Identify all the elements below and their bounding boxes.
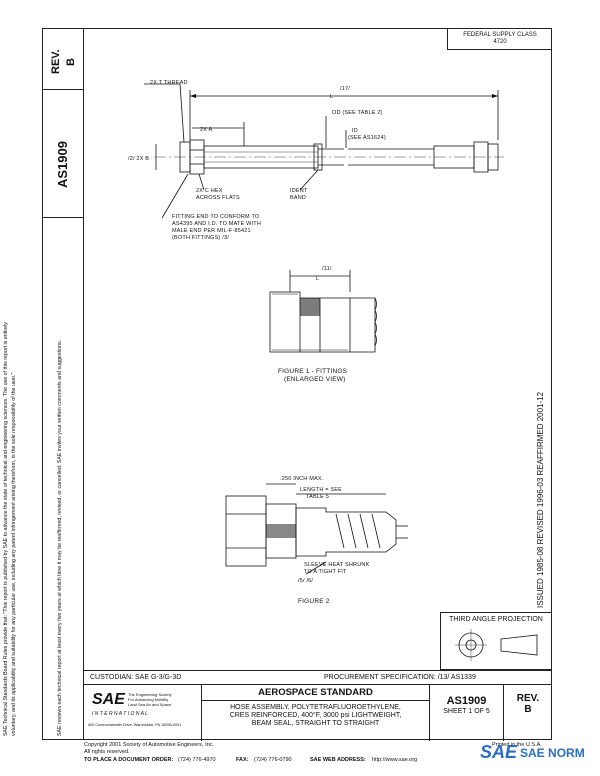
fitting-note-4: (BOTH FITTINGS) /3/ (172, 235, 229, 241)
ref-2x-b-label: /2/ 2X B (128, 156, 150, 162)
fitting-note-3: MALE END PER MIL-F-85421 (172, 228, 251, 234)
figure-2-refs: /5/ /6/ (298, 578, 314, 584)
web-label: SAE WEB ADDRESS: (310, 757, 366, 763)
revision-history: ISSUED 1985-08 REVISED 1996-03 REAFFIRME… (536, 391, 545, 608)
doc-number: AS1909 (446, 695, 487, 707)
sae-logo-cell: SAE The Engineering Society For Advancin… (84, 685, 202, 741)
procurement-spec: PROCUREMENT SPECIFICATION: /13/ AS1339 (324, 674, 476, 681)
third-angle-projection-title: THIRD ANGLE PROJECTION (449, 616, 543, 623)
figure-1-drawing (269, 270, 377, 353)
order-phone: (724) 776-4970 (178, 757, 216, 763)
sidebar-doc-cell: AS1909 (42, 90, 84, 218)
title-block-main-row: SAE The Engineering Society For Advancin… (84, 684, 552, 741)
figure-2-drawing (225, 483, 408, 575)
figure-2-sleeve-1: SLEEVE HEAT SHRUNK (304, 562, 370, 568)
sae-logo-intl: I N T E R N A T I O N A L (92, 711, 148, 717)
web-address: http://www.sae.org (372, 757, 418, 763)
sae-norm-watermark: SAE SAE NORM (480, 742, 585, 763)
id-label: ID (352, 128, 358, 134)
sheet-number: SHEET 1 OF 5 (443, 708, 490, 715)
disclaimer-line-3: SAE reviews each technical report at lea… (57, 339, 63, 736)
figure-2-length: LENGTH = SEE (300, 487, 342, 493)
sidebar-rev-value: B (65, 58, 77, 66)
federal-supply-class-label: FEDERAL SUPPLY CLASS (463, 32, 537, 38)
rev-value: B (524, 704, 532, 715)
thread-label: 2X T THREAD (150, 80, 188, 86)
title-block-custodian-row: CUSTODIAN: SAE G-3/G-3D PROCUREMENT SPEC… (84, 670, 552, 684)
rev-label: REV. (516, 693, 540, 704)
fax-label: FAX: (236, 757, 249, 763)
figure-1-caption-1: FIGURE 1 - FITTINGS (278, 368, 348, 375)
hose-assembly-drawing (144, 83, 504, 219)
figure-2-sleeve-2: TO A TIGHT FIT (304, 569, 347, 575)
sidebar-rev-label: REV. (50, 49, 62, 74)
disclaimer-line-1: SAE Technical Standards Board Rules prov… (3, 322, 9, 736)
rights: All rights reserved. (84, 749, 130, 755)
ident-label-2: BAND (290, 195, 307, 201)
figure-2-dim: .250 INCH MAX. (280, 476, 324, 482)
description-line-2: CRES REINFORCED, 400°F, 3000 psi LIGHTWE… (229, 712, 402, 719)
copyright: Copyright 2001 Society of Automotive Eng… (84, 742, 214, 748)
hex-label-1: 2X C HEX (196, 188, 223, 194)
two-x-a-label: 2X A (200, 127, 213, 133)
description-line-1: HOSE ASSEMBLY, POLYTETRAFLUOROETHYLENE, (230, 704, 401, 711)
length-l-label: L (330, 94, 334, 100)
disclaimer-line-2: voluntary, and its applicability and sui… (11, 372, 17, 736)
fitting-note-2: AS4395 AND I.D. TO MATE WITH (172, 221, 262, 227)
federal-supply-class: FEDERAL SUPPLY CLASS 4720 (447, 28, 552, 50)
figure-2-table: TABLE 5 (306, 494, 330, 500)
id-see-label: (SEE AS1624) (348, 135, 386, 141)
sae-logo-sub-3: Land Sea Air and Space (128, 702, 172, 707)
sae-watermark-logo: SAE (480, 742, 518, 762)
sae-logo-sub-1: The Engineering Society (128, 692, 172, 697)
order-label: TO PLACE A DOCUMENT ORDER: (84, 757, 174, 763)
custodian: CUSTODIAN: SAE G-3/G-3D (90, 674, 182, 681)
sidebar-doc-number: AS1909 (55, 141, 70, 188)
figure-1-l: L (316, 276, 320, 282)
sidebar: REV. B AS1909 (42, 28, 84, 740)
figure-1-caption-2: (ENLARGED VIEW) (284, 376, 346, 383)
od-label: OD (SEE TABLE 2) (332, 110, 383, 116)
third-angle-projection: THIRD ANGLE PROJECTION (440, 612, 552, 670)
ref-17-top: /17/ (340, 86, 350, 92)
rev-cell: REV. B (504, 685, 552, 741)
sae-logo-address: 400 Commonwealth Drive, Warrendale, PA 1… (88, 723, 182, 727)
fitting-note-1: FITTING END TO CONFORM TO (172, 214, 260, 220)
standard-heading: AEROSPACE STANDARD (202, 687, 429, 701)
sidebar-rev-cell: REV. B (42, 28, 84, 90)
sae-logo: SAE (92, 691, 125, 708)
figure-1-ref: /11/ (322, 266, 332, 272)
drawing-frame (42, 28, 552, 740)
sae-norm-text: SAE NORM (520, 745, 585, 760)
fax-number: (724) 776-0790 (254, 757, 292, 763)
sae-logo-sub-2: For Advancing Mobility (128, 697, 169, 702)
description-line-3: BEAM SEAL, STRAIGHT TO STRAIGHT (251, 720, 380, 727)
figure-2-caption: FIGURE 2 (298, 598, 330, 605)
federal-supply-class-value: 4720 (493, 39, 507, 45)
description-cell: AEROSPACE STANDARD HOSE ASSEMBLY, POLYTE… (202, 685, 430, 741)
printed: Printed in the U.S.A. (492, 742, 542, 748)
projection-symbol (455, 629, 538, 661)
hex-label-2: ACROSS FLATS (196, 195, 240, 201)
ident-label-1: IDENT (290, 188, 308, 194)
doc-number-cell: AS1909 SHEET 1 OF 5 (430, 685, 504, 741)
